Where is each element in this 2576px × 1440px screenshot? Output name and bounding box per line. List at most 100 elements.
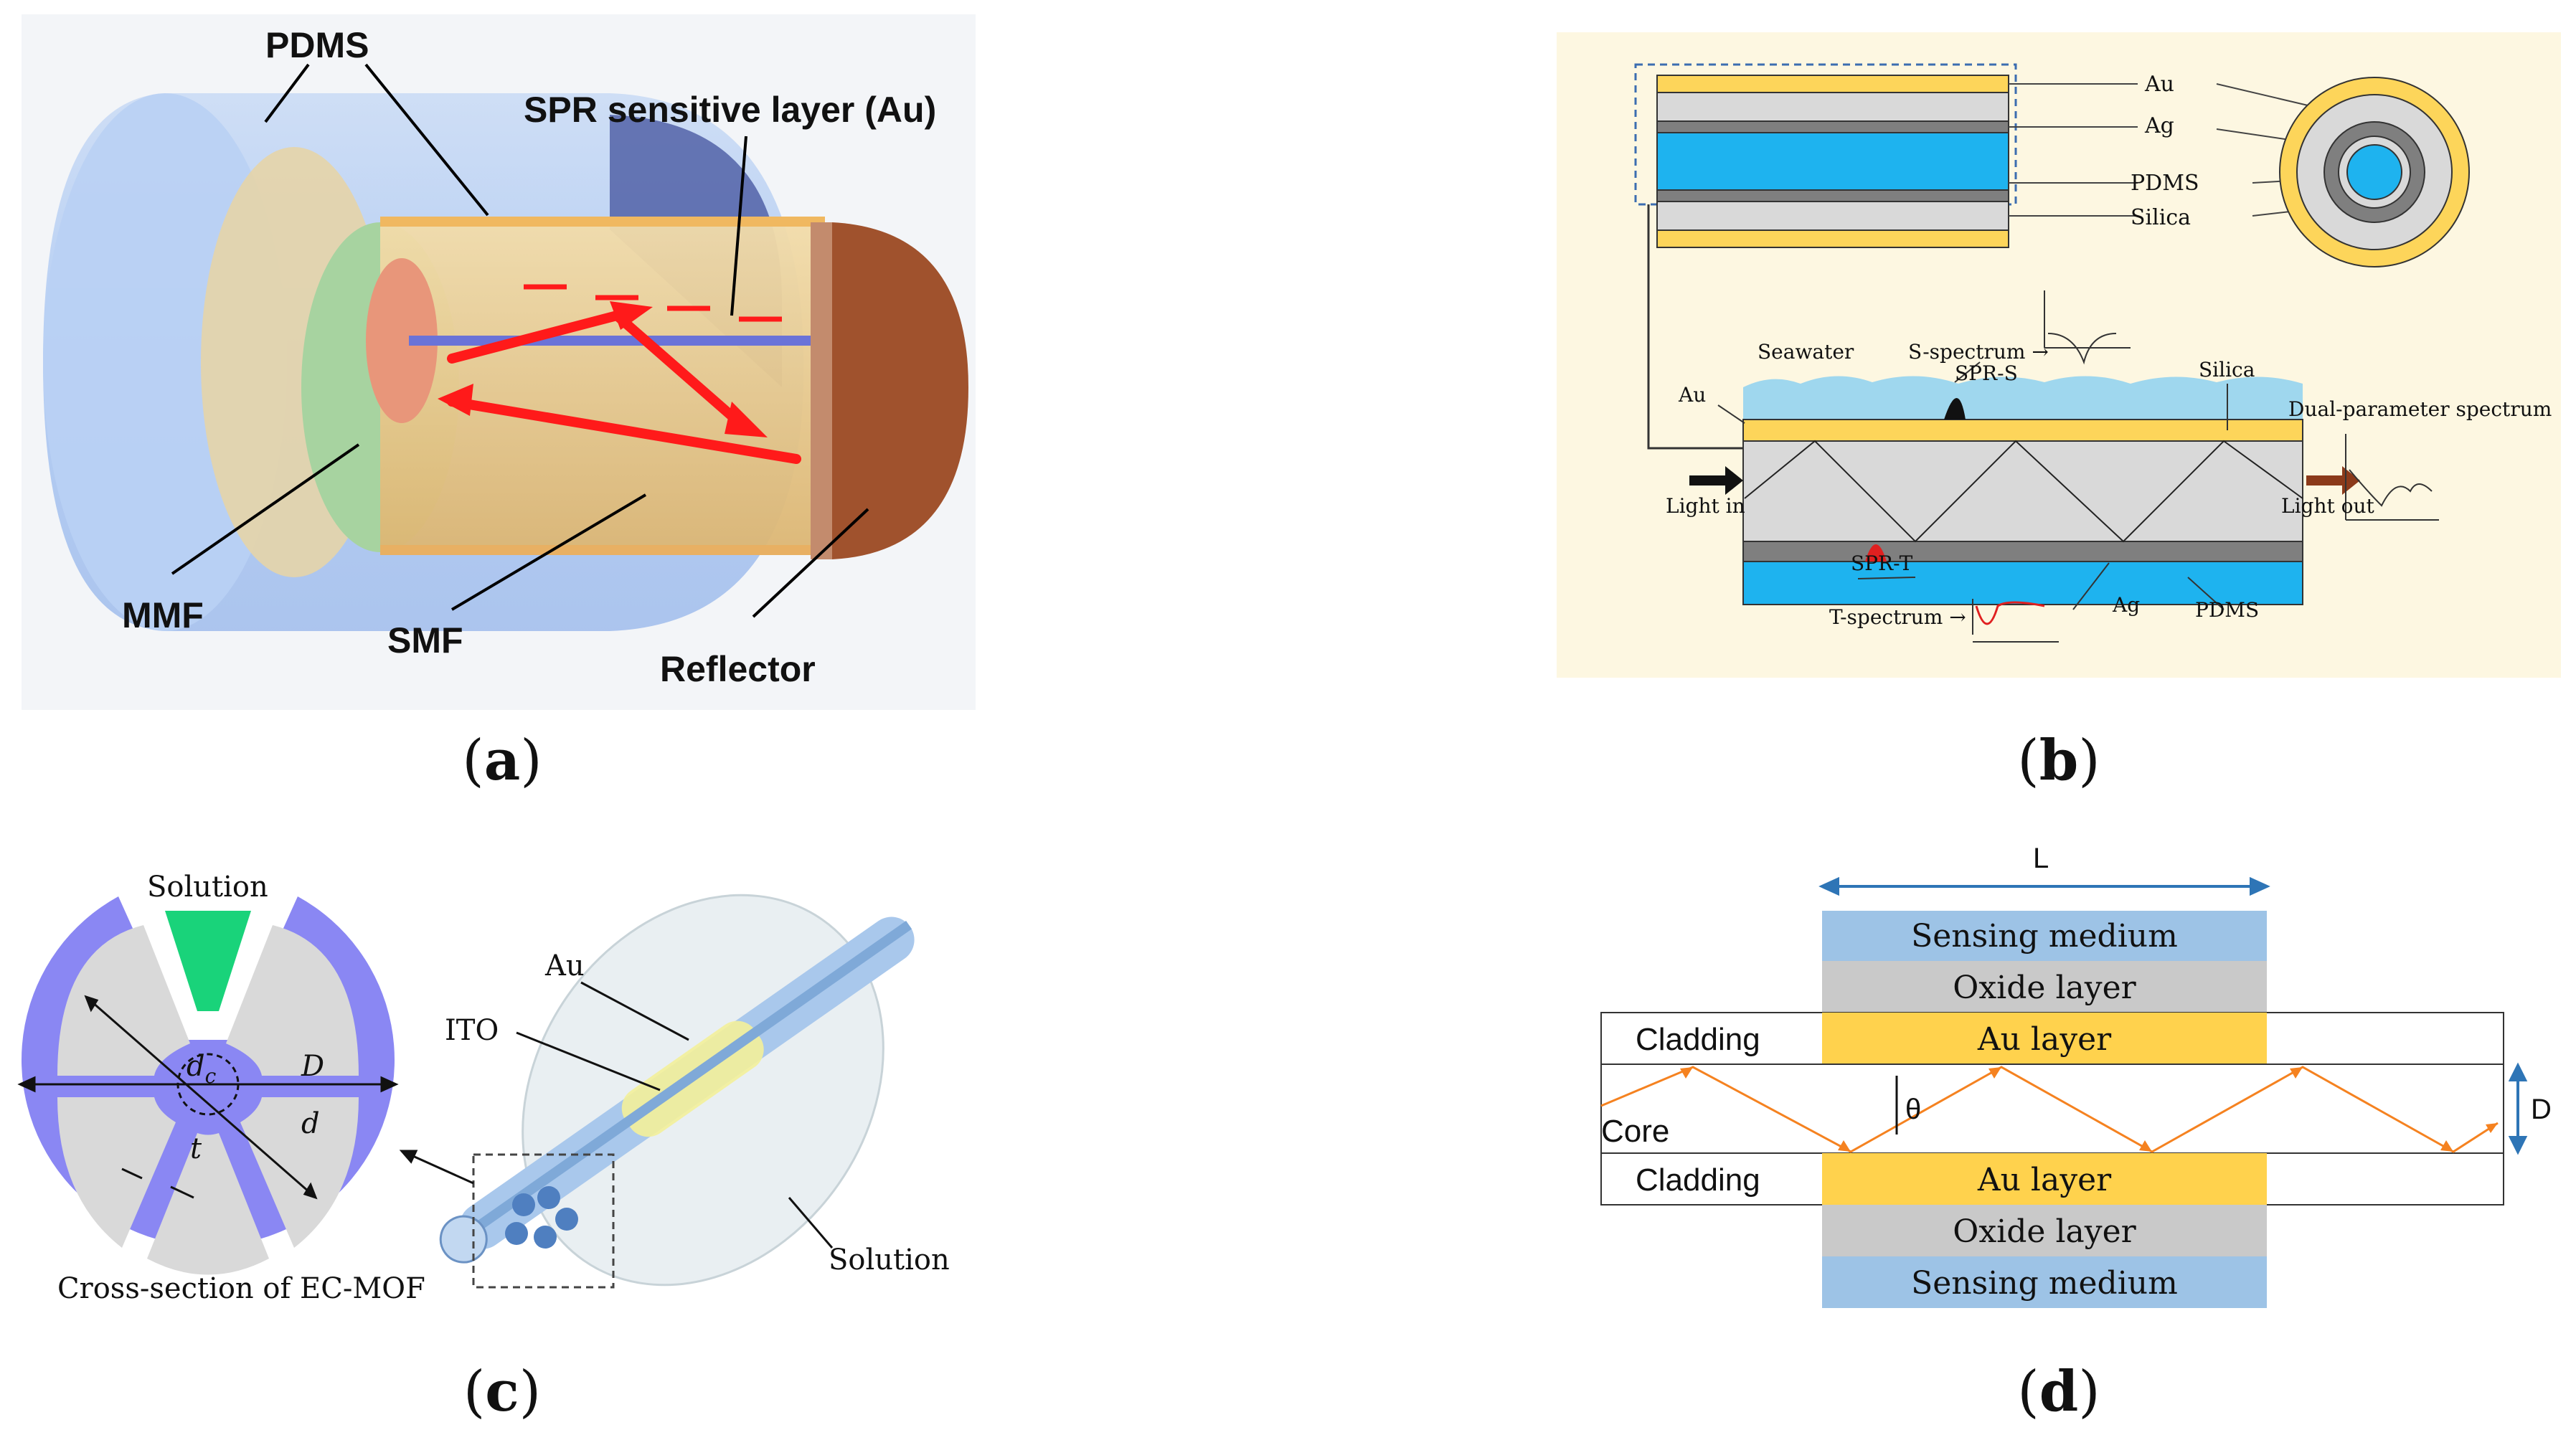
label-spr-layer: SPR sensitive layer (Au)	[524, 90, 936, 130]
stack-au-bottom	[1656, 229, 2009, 248]
panel-c-leaders	[399, 981, 834, 1249]
spectrum-plots	[1972, 290, 2439, 643]
caption-c: (c)	[463, 1359, 542, 1424]
mof-dimension-arrows	[17, 995, 399, 1200]
label-D: D	[2531, 1094, 2552, 1125]
label-dc: dc	[187, 1050, 217, 1088]
label-ag: Ag	[2112, 593, 2140, 617]
mof-labels: dc D d t	[187, 1050, 324, 1165]
stack-layer-labels: Au Ag PDMS Silica	[2131, 72, 2199, 230]
label-cross-section: Cross-section of EC-MOF	[57, 1272, 425, 1305]
mof-cross-section: dc D d t Solution Cross-section of EC-MO…	[17, 871, 425, 1305]
stack-silica-top	[1656, 92, 2009, 122]
core-ray	[1600, 1066, 2499, 1153]
spr-s-peak	[1944, 398, 1966, 420]
light-beams	[447, 311, 801, 464]
panel-c-diagram: dc D d t Solution Cross-section of EC-MO…	[17, 871, 950, 1305]
reflector-cap	[832, 222, 968, 559]
label-reflector: Reflector	[660, 649, 816, 689]
diameter-arrow	[2508, 1062, 2528, 1155]
panel-d: L θ D Sensi	[1585, 839, 2561, 1327]
label-solution-top: Solution	[147, 871, 268, 904]
top-sensing-medium	[1822, 911, 2267, 961]
length-arrow	[1818, 876, 2270, 896]
fiber-end-holes	[505, 1186, 578, 1249]
stack-ag-bottom	[1656, 189, 2009, 202]
panel-c: dc D d t Solution Cross-section of EC-MO…	[14, 861, 1004, 1320]
label-light-out: Light out	[2281, 494, 2375, 518]
label-t: t	[190, 1132, 202, 1165]
label-au: Au	[1678, 383, 1706, 407]
label-silica: Silica	[2199, 358, 2255, 382]
label-bottom-au: Au layer	[1977, 1162, 2112, 1198]
label-d: d	[301, 1107, 320, 1140]
top-au-layer	[1822, 1013, 2267, 1064]
fiber-rod	[439, 916, 915, 1264]
label-bottom-oxide: Oxide layer	[1953, 1213, 2136, 1250]
label-spr-s: SPR-S	[1955, 361, 2018, 385]
caption-d: (d)	[2017, 1359, 2100, 1424]
wg-silica	[1742, 440, 2303, 542]
label-pdms: PDMS	[265, 25, 369, 65]
mof-notch-solution	[165, 911, 251, 1011]
label-L: L	[2033, 843, 2049, 874]
core-region	[1600, 1064, 2504, 1154]
mof-air-holes	[57, 925, 359, 1275]
label-light-in: Light in	[1666, 494, 1745, 518]
stack-label-pdms: PDMS	[2131, 171, 2199, 196]
stack-label-silica: Silica	[2131, 205, 2191, 230]
label-cladding-bottom: Cladding	[1636, 1162, 1760, 1198]
fiber-body	[380, 222, 825, 552]
caption-a: (a)	[462, 728, 542, 793]
stack-label-ag: Ag	[2144, 113, 2174, 138]
label-ito: ITO	[445, 1014, 499, 1047]
au-layer	[380, 217, 825, 227]
t-spectrum-curve	[1975, 601, 2045, 625]
bottom-sensing-medium	[1822, 1256, 2267, 1308]
panel-b-leaders	[1717, 361, 2228, 610]
panel-d-labels: Sensing medium Oxide layer Au layer Au l…	[1911, 918, 2178, 1302]
panel-a-diagram: PDMS SPR sensitive layer (Au) MMF SMF Re…	[22, 14, 976, 710]
label-top-sensing: Sensing medium	[1911, 918, 2178, 955]
beam-arrowheads	[438, 301, 768, 437]
label-theta: θ	[1905, 1094, 1921, 1125]
light-out-arrow	[2306, 466, 2360, 495]
label-solution-bottom: Solution	[829, 1244, 950, 1276]
label-pdms: PDMS	[2195, 598, 2259, 622]
spr-dashes	[524, 284, 782, 322]
panel-b: Au Ag PDMS Silica	[1557, 32, 2561, 678]
label-s-spectrum: S-spectrum →	[1908, 340, 2049, 364]
label-top-au: Au layer	[1977, 1021, 2112, 1058]
zoom-connector	[1647, 204, 1750, 450]
ray-arrowheads	[1680, 1067, 2498, 1152]
smf-core	[409, 336, 811, 346]
caption-b: (b)	[2017, 728, 2100, 793]
seawater	[1743, 376, 2303, 420]
stack-ag-top	[1656, 120, 2009, 133]
panel-a: PDMS SPR sensitive layer (Au) MMF SMF Re…	[22, 14, 976, 710]
panel-b-diagram: Au Ag PDMS Silica	[1557, 32, 2561, 678]
top-oxide-layer	[1822, 961, 2267, 1013]
label-dual-parameter: Dual-parameter spectrum	[2288, 397, 2552, 421]
fiber-cross-section	[2279, 77, 2470, 267]
label-smf: SMF	[387, 620, 463, 660]
wg-au-top	[1742, 419, 2303, 442]
label-mmf: MMF	[122, 595, 204, 635]
au-layer-bottom	[380, 545, 825, 555]
panel-b-labels: Seawater S-spectrum → SPR-S Silica Au Du…	[1666, 340, 2552, 629]
leader-lines	[171, 63, 869, 618]
bottom-au-layer	[1822, 1153, 2267, 1205]
stack-silica-bottom	[1656, 201, 2009, 231]
label-spr-t: SPR-T	[1851, 551, 1913, 575]
label-bottom-sensing: Sensing medium	[1911, 1265, 2178, 1302]
panel-d-diagram: L θ D Sensi	[1600, 843, 2552, 1308]
spr-t-peak	[1865, 544, 1887, 562]
label-au: Au	[544, 949, 585, 982]
label-seawater: Seawater	[1758, 340, 1854, 364]
label-cladding-top: Cladding	[1636, 1022, 1760, 1057]
label-t-spectrum: T-spectrum →	[1829, 605, 1966, 629]
label-core: Core	[1601, 1114, 1669, 1149]
stack-label-au: Au	[2144, 72, 2174, 97]
smf-face	[366, 258, 438, 423]
label-D: D	[301, 1050, 324, 1083]
